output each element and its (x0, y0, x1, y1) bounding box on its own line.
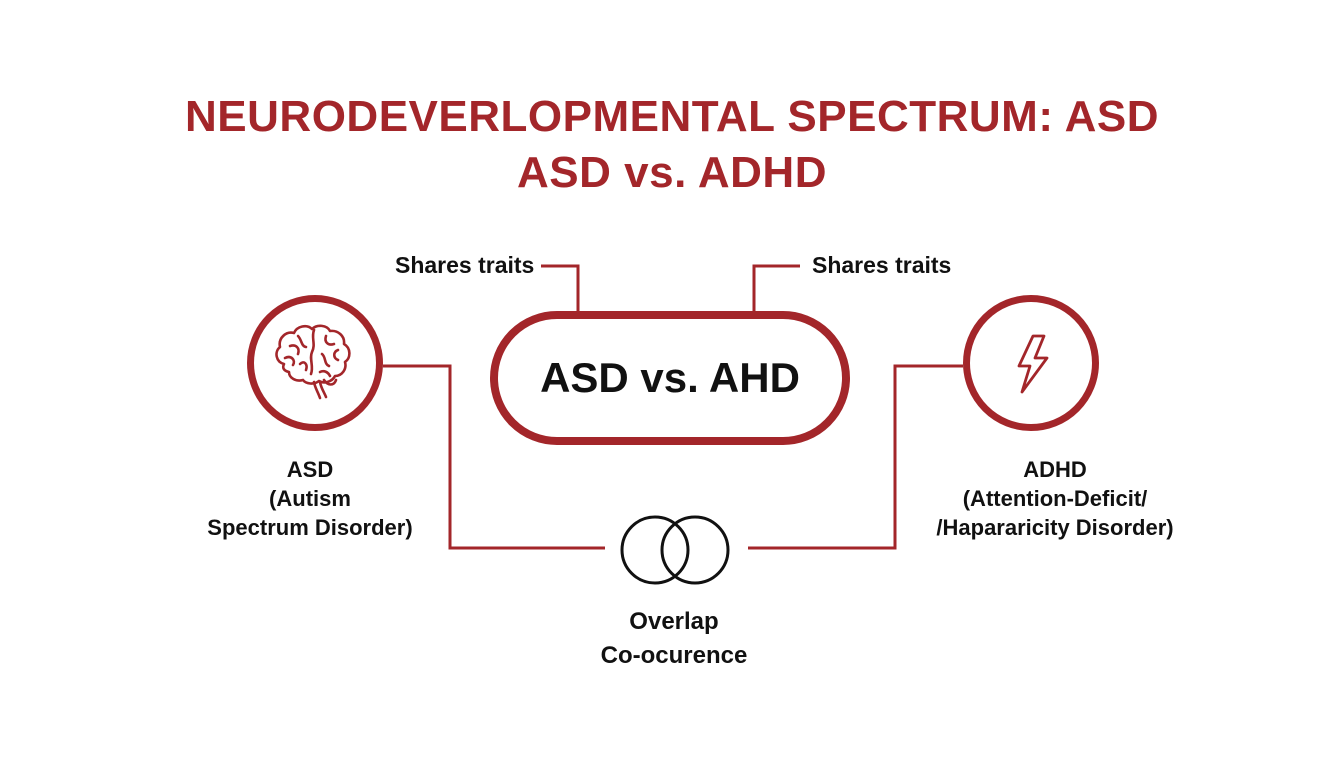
center-comparison-pill: ASD vs. AHD (490, 311, 850, 445)
overlap-description: Overlap Co-ocurence (574, 605, 774, 673)
venn-diagram-icon (620, 515, 730, 585)
center-pill-label: ASD vs. AHD (540, 354, 800, 401)
overlap-label: Overlap (629, 608, 719, 635)
shares-traits-right-connector (752, 264, 800, 313)
shares-traits-left-connector (541, 264, 580, 313)
shares-traits-right-label: Shares traits (812, 252, 952, 278)
adhd-abbrev: ADHD (1023, 457, 1087, 482)
adhd-icon-circle (963, 295, 1099, 431)
brain-icon (275, 324, 351, 400)
diagram-title-line-2: ASD vs. ADHD (517, 148, 827, 197)
asd-fullname-line-2: Spectrum Disorder) (207, 515, 413, 540)
lightning-bolt-icon (1017, 334, 1049, 394)
adhd-fullname-line-1: (Attention-Deficit/ (962, 486, 1148, 511)
adhd-to-overlap-connector (748, 364, 963, 550)
adhd-description: ADHD (Attention-Deficit/ /Hapararicity D… (920, 455, 1190, 542)
asd-to-overlap-connector (383, 364, 605, 550)
co-occurrence-label: Co-ocurence (600, 642, 748, 669)
asd-description: ASD (Autism Spectrum Disorder) (190, 455, 430, 542)
adhd-fullname-line-2: /Hapararicity Disorder) (936, 515, 1174, 540)
asd-icon-circle (247, 295, 383, 431)
asd-abbrev: ASD (286, 457, 334, 482)
diagram-title-line-1: NEURODEVERLOPMENTAL SPECTRUM: ASD (185, 92, 1159, 141)
asd-fullname-line-1: (Autism (269, 486, 351, 511)
shares-traits-left-label: Shares traits (395, 252, 535, 278)
